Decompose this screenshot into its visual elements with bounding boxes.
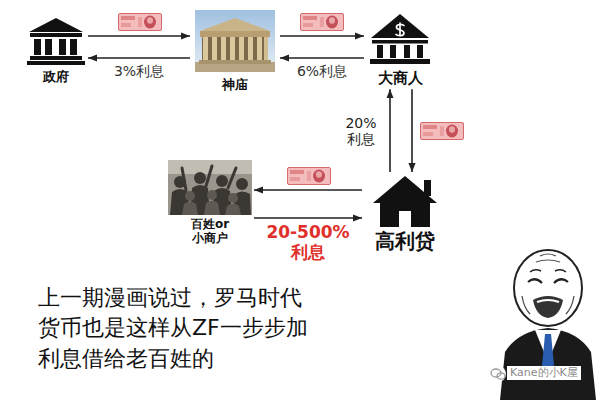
temple-photo — [195, 10, 275, 72]
money-bill — [421, 123, 464, 140]
flow-arrow — [88, 35, 190, 37]
icon-node: 政府 — [24, 14, 88, 85]
flow-arrow — [88, 57, 190, 59]
flow-arrow — [280, 35, 364, 37]
interest-label: 6%利息 — [295, 63, 349, 79]
watermark: Kane的小K屋 — [507, 366, 581, 380]
crowd-photo — [168, 160, 252, 215]
money-bill — [288, 168, 331, 185]
meme-figure — [500, 250, 596, 400]
money-bill — [119, 14, 162, 31]
flow-arrow — [254, 189, 362, 191]
node-label: 百姓or 小商户 — [185, 218, 235, 246]
icon-node: 百姓or 小商户 — [166, 158, 254, 250]
interest-label: 20% 利息 — [339, 115, 383, 147]
flow-arrow — [280, 57, 364, 59]
watermark-icon — [490, 366, 506, 382]
caption-text: 上一期漫画说过，罗马时代货币也是这样从ZF一步步加利息借给老百姓的 — [38, 283, 320, 374]
icon-node: 高利贷 — [362, 172, 448, 257]
interest-label: 20-500% 利息 — [264, 223, 352, 262]
flow-arrow — [411, 89, 413, 172]
icon-node: 大商人 — [364, 14, 436, 89]
interest-label: 3%利息 — [112, 63, 166, 79]
house-icon — [373, 176, 437, 227]
node-label: 政府 — [43, 70, 69, 85]
flow-arrow — [389, 89, 391, 172]
flow-arrow — [254, 217, 362, 219]
node-label: 高利贷 — [375, 230, 435, 253]
government-icon — [27, 18, 85, 65]
bank-icon — [370, 14, 430, 64]
icon-node: 神庙 — [190, 8, 280, 93]
node-label: 神庙 — [222, 78, 248, 93]
money-bill — [301, 14, 344, 31]
node-label: 大商人 — [378, 70, 423, 87]
